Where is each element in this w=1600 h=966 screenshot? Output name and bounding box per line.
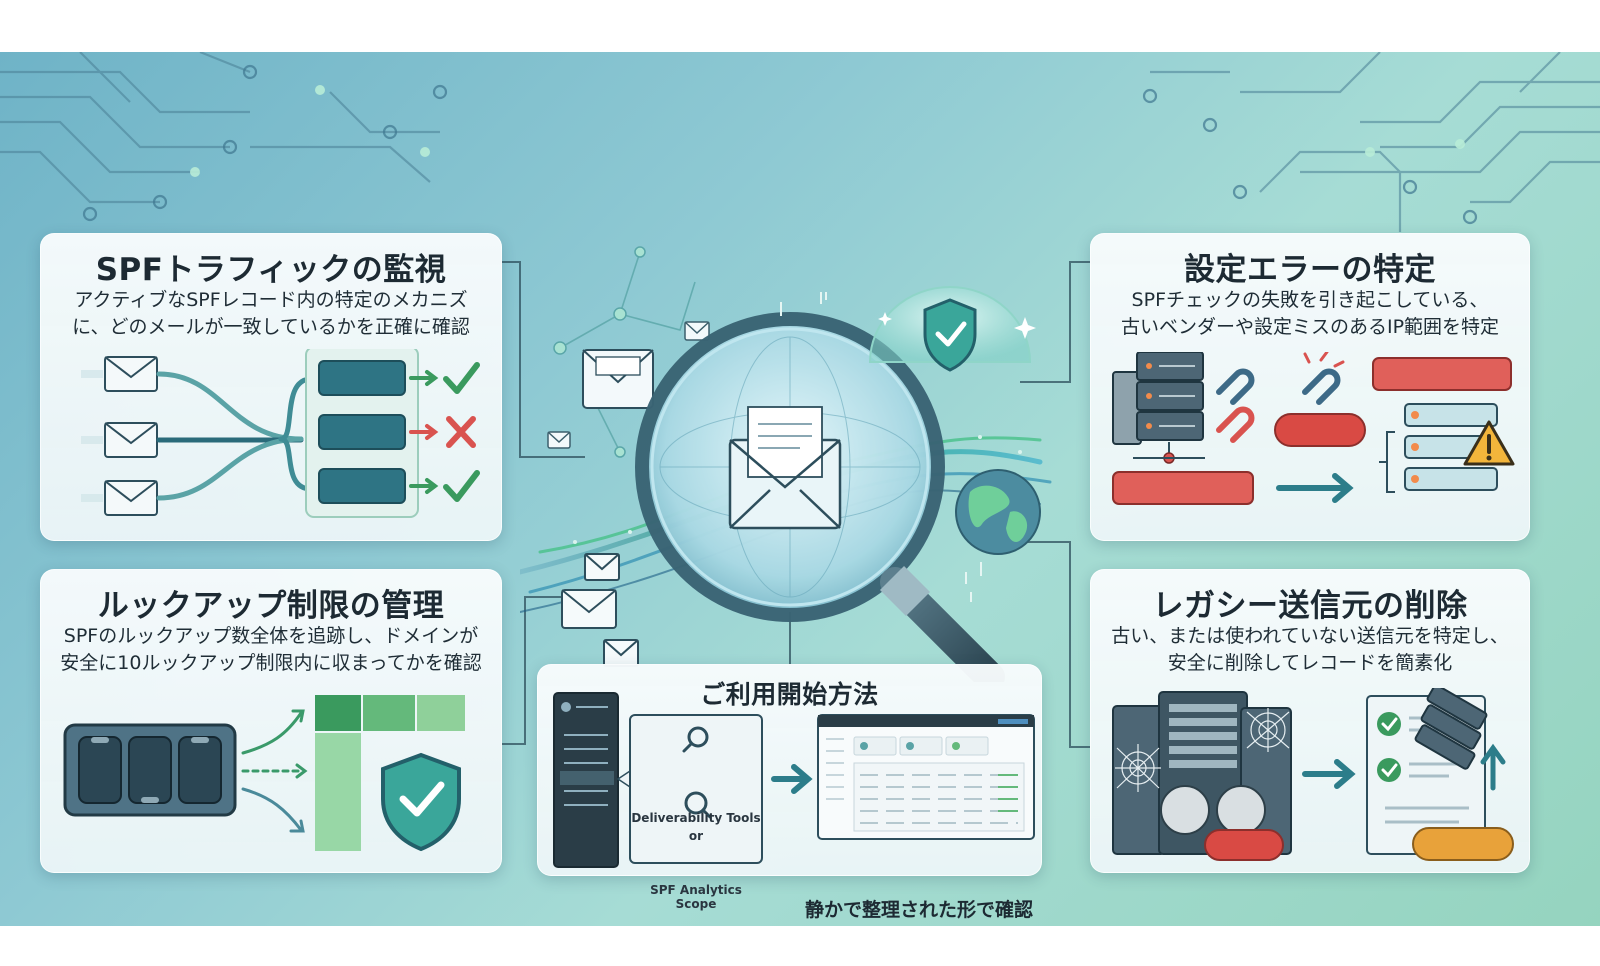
card-spf-traffic-monitoring: SPFトラフィックの監視 アクティブなSPFレコード内の特定のメカニズ に、どの… [40, 233, 502, 541]
check-icon [443, 362, 480, 394]
shield-check-icon [381, 752, 461, 852]
tool-option-deliverability: Deliverability Tools [631, 811, 761, 825]
envelope-icon [104, 480, 158, 516]
getting-started-caption: 静かで整理された形で確認 [804, 899, 1033, 921]
card-title: ルックアップ制限の管理 [97, 588, 445, 624]
desc-line: 安全に削除してレコードを簡素化 [1167, 652, 1453, 674]
cobweb-icon [1115, 708, 1290, 792]
broken-chain-icon [1216, 352, 1345, 443]
card-description: アクティブなSPFレコード内の特定のメカニズ に、どのメールが一致しているかを正… [51, 287, 491, 341]
getting-started-illustration [553, 692, 1035, 868]
card-lookup-limit: ルックアップ制限の管理 SPFのルックアップ数全体を追跡し、ドメインが 安全に1… [40, 569, 502, 873]
card-description: SPFチェックの失敗を引き起こしている、 古いベンダーや設定ミスのあるIP範囲を… [1101, 287, 1519, 341]
lookup-limit-illustration [63, 695, 465, 852]
config-error-illustration [1112, 352, 1515, 505]
check-icon [443, 470, 480, 502]
card-title: 設定エラーの特定 [1184, 252, 1436, 288]
desc-line: SPFチェックの失敗を引き起こしている、 [1131, 289, 1489, 311]
magnifier-icon [682, 726, 712, 819]
card-getting-started: ご利用開始方法 [537, 664, 1042, 921]
shield-check-icon [923, 298, 977, 372]
envelope-icon [728, 406, 842, 530]
tool-option-or: or [688, 829, 704, 843]
server-icon [1414, 688, 1488, 770]
tool-option-spf-analytics: SPF Analytics Scope [650, 883, 742, 911]
desc-line: 安全に10ルックアップ制限内に収まってかを確認 [60, 652, 482, 674]
desc-line: に、どのメールが一致しているかを正確に確認 [72, 316, 470, 338]
card-title: SPFトラフィックの監視 [95, 252, 447, 288]
desc-line: アクティブなSPFレコード内の特定のメカニズ [74, 289, 468, 311]
central-magnifier-illustration [520, 246, 1052, 682]
desc-line: 古いベンダーや設定ミスのあるIP範囲を特定 [1120, 316, 1500, 338]
desc-line: SPFのルックアップ数全体を追跡し、ドメインが [63, 625, 479, 647]
desc-line: 古い、または使われていない送信元を特定し、 [1111, 625, 1509, 647]
warning-icon [1463, 420, 1515, 466]
card-description: 古い、または使われていない送信元を特定し、 安全に削除してレコードを簡素化 [1101, 623, 1519, 677]
card-legacy-sender-removal: レガシー送信元の削除 古い、または使われていない送信元を特定し、 安全に削除して… [1090, 569, 1530, 873]
card-title: ご利用開始方法 [700, 680, 879, 709]
infographic-canvas: SPFトラフィックの監視 アクティブなSPFレコード内の特定のメカニズ に、どの… [0, 52, 1600, 926]
circuit-background [0, 52, 1600, 748]
card-title: レガシー送信元の削除 [1152, 588, 1468, 624]
cross-icon [446, 416, 476, 448]
globe-icon [955, 469, 1041, 555]
card-config-error: 設定エラーの特定 SPFチェックの失敗を引き起こしている、 古いベンダーや設定ミ… [1090, 233, 1530, 541]
envelope-icon [104, 356, 158, 392]
envelope-icon [104, 422, 158, 458]
legacy-sender-illustration [1112, 688, 1514, 861]
check-icon [1377, 712, 1401, 782]
envelope-icon [582, 349, 654, 409]
card-description: SPFのルックアップ数全体を追跡し、ドメインが 安全に10ルックアップ制限内に収… [51, 623, 491, 677]
spf-flow-illustration [81, 349, 480, 518]
